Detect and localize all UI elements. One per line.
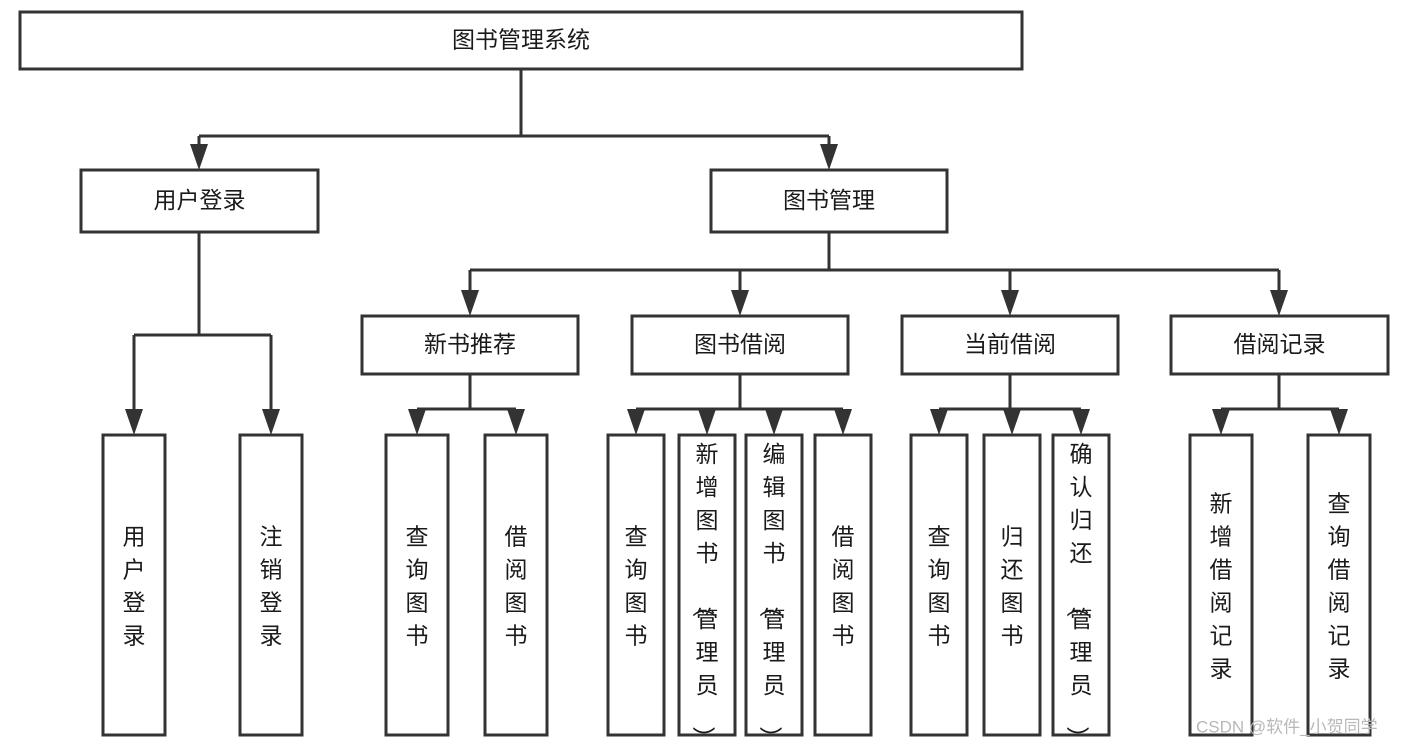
feature-node-leaf-add-book[interactable]: 新增图书（管理员） bbox=[677, 433, 737, 747]
connector-book-borrow bbox=[627, 374, 852, 435]
node-rect[interactable] bbox=[982, 433, 1042, 737]
node-label: 借阅记录 bbox=[1234, 331, 1326, 357]
node-label: 查询图书 bbox=[928, 524, 951, 649]
node-rect[interactable] bbox=[744, 433, 804, 737]
module-node-user-login[interactable]: 用户登录 bbox=[79, 168, 320, 234]
feature-node-leaf-confirm-return[interactable]: 确认归还（管理员） bbox=[1051, 433, 1111, 747]
connector-current-borrow bbox=[930, 374, 1090, 435]
node-label: 归还图书 bbox=[1001, 524, 1024, 649]
nodes-layer: 图书管理系统用户登录图书管理新书推荐图书借阅当前借阅借阅记录用户登录注销登录查询… bbox=[18, 10, 1390, 747]
node-label: 确认归还（管理员） bbox=[1065, 441, 1093, 747]
feature-node-leaf-borrow-book-1[interactable]: 借阅图书 bbox=[483, 433, 549, 737]
node-label: 图书管理 bbox=[783, 187, 875, 213]
connector-borrow-record bbox=[1212, 374, 1348, 435]
feature-node-leaf-query-book-2[interactable]: 查询图书 bbox=[606, 433, 666, 737]
node-label: 注销登录 bbox=[260, 524, 283, 649]
node-rect[interactable] bbox=[709, 168, 949, 234]
node-label: 新增图书（管理员） bbox=[691, 441, 719, 747]
node-rect[interactable] bbox=[79, 168, 320, 234]
module-node-book-management[interactable]: 图书管理 bbox=[709, 168, 949, 234]
feature-node-leaf-add-record[interactable]: 新增借阅记录 bbox=[1188, 433, 1254, 737]
node-rect[interactable] bbox=[483, 433, 549, 737]
node-rect[interactable] bbox=[606, 433, 666, 737]
node-rect[interactable] bbox=[909, 433, 969, 737]
connector-user-login bbox=[125, 232, 280, 435]
watermark-layer: CSDN @软件_小贺同学 bbox=[1196, 717, 1378, 736]
node-label: 查询借阅记录 bbox=[1328, 491, 1351, 682]
node-rect[interactable] bbox=[101, 433, 167, 737]
node-rect[interactable] bbox=[630, 314, 850, 376]
system-node-root[interactable]: 图书管理系统 bbox=[18, 10, 1024, 71]
node-rect[interactable] bbox=[238, 433, 304, 737]
node-label: 编辑图书（管理员） bbox=[758, 441, 786, 747]
node-label: 用户登录 bbox=[123, 524, 146, 649]
node-label: 借阅图书 bbox=[505, 524, 528, 649]
node-rect[interactable] bbox=[1188, 433, 1254, 737]
feature-node-leaf-logout[interactable]: 注销登录 bbox=[238, 433, 304, 737]
feature-node-leaf-edit-book[interactable]: 编辑图书（管理员） bbox=[744, 433, 804, 747]
feature-node-leaf-return-book[interactable]: 归还图书 bbox=[982, 433, 1042, 737]
feature-node-leaf-borrow-book-2[interactable]: 借阅图书 bbox=[813, 433, 873, 737]
node-label: 用户登录 bbox=[154, 187, 246, 213]
submodule-node-borrow-record[interactable]: 借阅记录 bbox=[1169, 314, 1390, 376]
connector-new-book-recommend bbox=[408, 374, 525, 435]
node-label: 新增借阅记录 bbox=[1210, 491, 1233, 682]
node-rect[interactable] bbox=[360, 314, 580, 376]
feature-node-leaf-query-book-3[interactable]: 查询图书 bbox=[909, 433, 969, 737]
node-label: 查询图书 bbox=[625, 524, 648, 649]
node-rect[interactable] bbox=[900, 314, 1120, 376]
node-rect[interactable] bbox=[677, 433, 737, 737]
submodule-node-new-book-recommend[interactable]: 新书推荐 bbox=[360, 314, 580, 376]
connector-book-management bbox=[461, 232, 1288, 316]
node-rect[interactable] bbox=[384, 433, 450, 737]
csdn-watermark: CSDN @软件_小贺同学 bbox=[1196, 717, 1378, 736]
node-label: 当前借阅 bbox=[964, 331, 1056, 357]
feature-node-leaf-query-record[interactable]: 查询借阅记录 bbox=[1306, 433, 1372, 737]
feature-node-leaf-user-login[interactable]: 用户登录 bbox=[101, 433, 167, 737]
submodule-node-book-borrow[interactable]: 图书借阅 bbox=[630, 314, 850, 376]
node-rect[interactable] bbox=[1169, 314, 1390, 376]
feature-node-leaf-query-book-1[interactable]: 查询图书 bbox=[384, 433, 450, 737]
node-label: 借阅图书 bbox=[832, 524, 855, 649]
node-label: 新书推荐 bbox=[424, 331, 516, 357]
node-label: 查询图书 bbox=[406, 524, 429, 649]
connectors-layer bbox=[125, 69, 1348, 435]
node-label: 图书借阅 bbox=[694, 331, 786, 357]
submodule-node-current-borrow[interactable]: 当前借阅 bbox=[900, 314, 1120, 376]
node-rect[interactable] bbox=[1306, 433, 1372, 737]
connector-root bbox=[190, 69, 838, 170]
node-rect[interactable] bbox=[1051, 433, 1111, 737]
node-label: 图书管理系统 bbox=[452, 27, 590, 53]
node-rect[interactable] bbox=[813, 433, 873, 737]
node-rect[interactable] bbox=[18, 10, 1024, 71]
